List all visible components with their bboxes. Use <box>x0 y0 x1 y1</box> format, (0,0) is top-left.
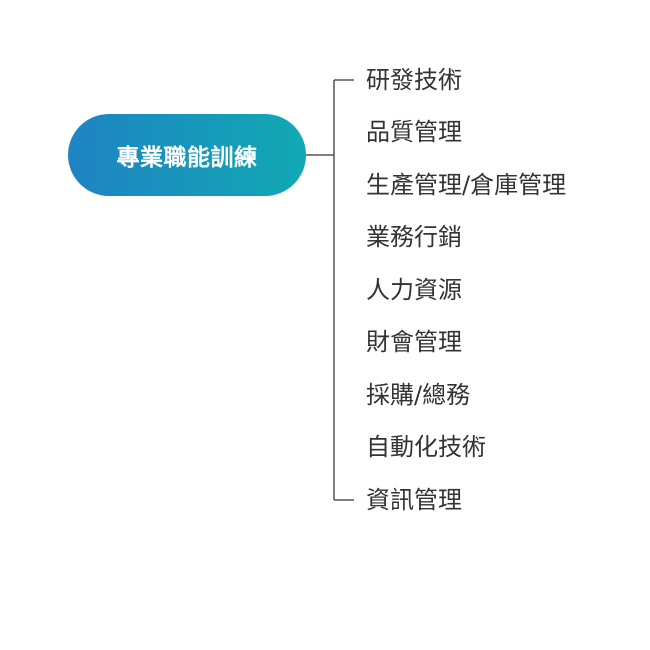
branch-item[interactable]: 財會管理 <box>366 328 462 356</box>
branch-item[interactable]: 資訊管理 <box>366 486 462 514</box>
branch-item[interactable]: 業務行銷 <box>366 223 462 251</box>
branch-item[interactable]: 採購/總務 <box>366 381 471 409</box>
root-node[interactable]: 專業職能訓練 <box>68 114 306 196</box>
branch-list: 研發技術 品質管理 生產管理/倉庫管理 業務行銷 人力資源 財會管理 採購/總務… <box>366 60 636 520</box>
branch-item[interactable]: 品質管理 <box>366 118 462 146</box>
branch-item[interactable]: 生產管理/倉庫管理 <box>366 171 567 199</box>
branch-item[interactable]: 自動化技術 <box>366 433 486 461</box>
branch-item[interactable]: 人力資源 <box>366 276 462 304</box>
branch-item[interactable]: 研發技術 <box>366 66 462 94</box>
root-node-label: 專業職能訓練 <box>116 145 258 171</box>
